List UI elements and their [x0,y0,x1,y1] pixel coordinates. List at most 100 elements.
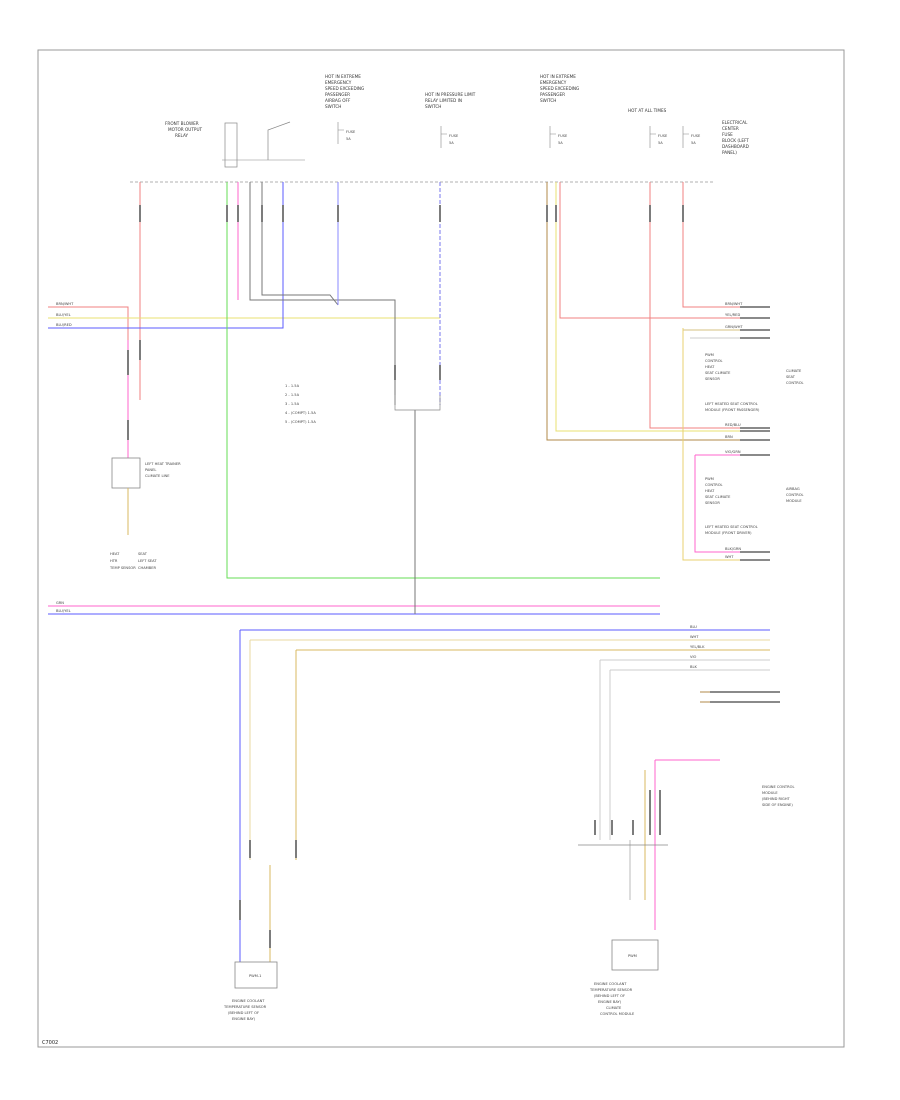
svg-text:CONTROL: CONTROL [705,359,723,363]
svg-text:ENGINE COOLANT: ENGINE COOLANT [232,999,265,1003]
fuse-block-2: HOT IN PRESSURE LIMIT RELAY LIMITED IN S… [425,92,476,109]
svg-text:3 - 1.5A: 3 - 1.5A [285,402,300,406]
svg-text:5A: 5A [449,141,454,145]
svg-text:FUSE: FUSE [722,132,733,137]
svg-text:HEAT: HEAT [705,365,715,369]
svg-text:TEMPERATURE SENSOR: TEMPERATURE SENSOR [223,1005,267,1009]
svg-text:AIRBAG: AIRBAG [786,487,800,491]
svg-text:HOT IN PRESSURE LIMIT: HOT IN PRESSURE LIMIT [425,92,476,97]
svg-text:BRN/WHT: BRN/WHT [725,302,743,306]
svg-text:MODULE: MODULE [762,791,778,795]
wire-tan-low1 [249,639,770,860]
svg-text:BLK: BLK [690,665,697,669]
wire-gray-low [599,659,770,840]
svg-text:ENGINE BAY): ENGINE BAY) [232,1017,256,1021]
left-notes: HEAT SEAT HTR LEFT SEAT TEMP SENSOR CHAM… [109,552,157,570]
svg-text:5A: 5A [558,141,563,145]
svg-text:5A: 5A [691,141,696,145]
svg-text:PASSENGER: PASSENGER [325,92,350,97]
fuse-block-4: HOT AT ALL TIMES [628,108,667,113]
svg-text:SEAT CLIMATE: SEAT CLIMATE [705,495,731,499]
svg-text:MODULE (FRONT PASSENGER): MODULE (FRONT PASSENGER) [705,408,760,412]
svg-text:SWITCH: SWITCH [540,98,556,103]
svg-text:MODULE (FRONT DRIVER): MODULE (FRONT DRIVER) [705,531,752,535]
svg-text:YEL/RED: YEL/RED [725,313,740,317]
wire-blue-low [239,629,770,965]
wires [48,182,770,965]
svg-text:ENGINE COOLANT: ENGINE COOLANT [594,982,627,986]
svg-text:HOT IN EXTREME: HOT IN EXTREME [325,74,361,79]
right-module-2: PWM CONTROL HEAT SEAT CLIMATE SENSOR LEF… [705,477,758,535]
svg-text:PASSENGER: PASSENGER [540,92,565,97]
svg-text:ELECTRICAL: ELECTRICAL [722,120,748,125]
svg-text:SEAT: SEAT [138,552,148,556]
right-terminals [710,306,780,703]
svg-text:SEAT: SEAT [786,375,796,379]
svg-text:BLU/RED: BLU/RED [56,323,72,327]
svg-text:CONTROL: CONTROL [786,381,804,385]
wire-brown-1 [546,182,770,441]
svg-text:SEAT CLIMATE: SEAT CLIMATE [705,371,731,375]
svg-text:BLU/YEL: BLU/YEL [56,313,71,317]
svg-text:WHT: WHT [690,635,699,639]
wire-gray-1 [261,182,339,306]
svg-text:SENSOR: SENSOR [705,501,720,505]
svg-text:RELAY LIMITED IN: RELAY LIMITED IN [425,98,462,103]
left-heat-module [111,457,141,489]
svg-text:PWM: PWM [705,477,714,481]
svg-text:FUSE: FUSE [558,134,568,138]
fuse-block-1: HOT IN EXTREME EMERGENCY SPEED EXCEEDING… [325,74,364,109]
right-sensor-1: CLIMATE SEAT CONTROL [786,369,804,385]
svg-text:HTR: HTR [110,559,118,563]
svg-text:CONTROL: CONTROL [786,493,804,497]
svg-text:HOT AT ALL TIMES: HOT AT ALL TIMES [628,108,667,113]
svg-text:EMERGENCY: EMERGENCY [540,80,567,85]
svg-text:TEMPERATURE SENSOR: TEMPERATURE SENSOR [589,988,633,992]
svg-text:RED/BLU: RED/BLU [725,423,741,427]
svg-text:EMERGENCY: EMERGENCY [325,80,352,85]
svg-text:(BEHIND LEFT OF: (BEHIND LEFT OF [594,994,625,998]
svg-text:BRN/WHT: BRN/WHT [56,302,74,306]
wire-red-h1 [48,306,129,340]
svg-text:HEAT: HEAT [705,489,715,493]
bottom-right-module-label: ENGINE COOLANT TEMPERATURE SENSOR (BEHIN… [589,982,635,1016]
svg-text:MOTOR OUTPUT: MOTOR OUTPUT [168,127,203,132]
bottom-left-module-label: ENGINE COOLANT TEMPERATURE SENSOR (BEHIN… [223,999,267,1021]
wire-red-r1 [559,182,770,319]
svg-text:TEMP SENSOR: TEMP SENSOR [109,566,136,570]
wire-blue-h [48,182,284,329]
svg-text:SIDE OF ENGINE): SIDE OF ENGINE) [762,803,793,807]
svg-text:5A: 5A [658,141,663,145]
mid-connector [394,395,441,411]
wire-gray-low2 [609,669,770,840]
svg-text:FRONT BLOWER: FRONT BLOWER [165,121,199,126]
svg-text:PANEL: PANEL [145,468,156,472]
bottom-left-module-id: PWM-1 [249,974,261,978]
svg-text:MODULE: MODULE [786,499,802,503]
wire-pink-main [226,182,660,579]
electrical-center-label: ELECTRICAL CENTER FUSE BLOCK (LEFT DASHB… [722,120,749,155]
connector-stubs [127,205,684,948]
svg-text:BRN: BRN [725,435,733,439]
diagram-frame [37,49,845,1048]
svg-text:ENGINE CONTROL: ENGINE CONTROL [762,785,794,789]
wire-legend: 1 - 1.5A 2 - 1.5A 3 - 1.5A 4 - (COMPT) 1… [285,384,316,424]
svg-text:CLIMATE: CLIMATE [786,369,802,373]
svg-text:FUSE: FUSE [691,134,701,138]
svg-text:SPEED EXCEEDING: SPEED EXCEEDING [325,86,364,91]
svg-text:1 - 1.5A: 1 - 1.5A [285,384,300,388]
svg-text:YEL/BLK: YEL/BLK [690,645,705,649]
svg-text:5 - (COMPT) 1.5A: 5 - (COMPT) 1.5A [285,420,316,424]
relay-label: FRONT BLOWER MOTOR OUTPUT RELAY [165,121,203,138]
svg-text:VIO/GRN: VIO/GRN [725,450,741,454]
svg-text:LEFT HEATED SEAT CONTROL: LEFT HEATED SEAT CONTROL [705,525,758,529]
left-heat-module-label: LEFT HEAT TRAINER PANEL CLIMATE LINE [145,462,181,478]
svg-text:CLIMATE: CLIMATE [606,1006,622,1010]
relay-switch [267,121,291,160]
svg-text:PANEL): PANEL) [722,150,737,155]
svg-text:GRN: GRN [56,601,64,605]
wire-yellow-1 [555,182,770,432]
svg-text:SENSOR: SENSOR [705,377,720,381]
svg-text:4 - (COMPT) 1.5A: 4 - (COMPT) 1.5A [285,411,316,415]
svg-text:CHAMBER: CHAMBER [138,566,157,570]
